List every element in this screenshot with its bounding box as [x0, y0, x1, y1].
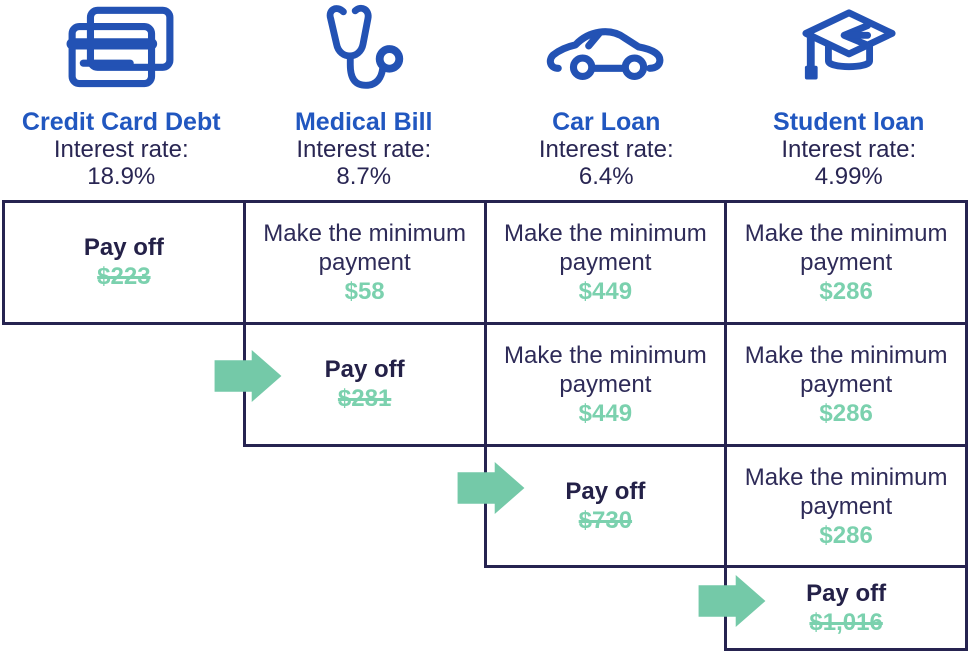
minimum-payment-amount: $449 [578, 277, 633, 305]
minimum-payment-amount: $58 [344, 277, 385, 305]
interest-rate-label: Interest rate: [538, 136, 674, 163]
credit-card-icon [0, 0, 243, 104]
column-car-loan: Car Loan Interest rate: 6.4% [485, 0, 728, 200]
empty-cell [4, 445, 245, 567]
empty-cell [244, 445, 485, 567]
interest-rate-value: 6.4% [578, 163, 634, 190]
empty-cell [244, 567, 485, 650]
minimum-payment-label: Make the minimum payment [504, 341, 707, 398]
minimum-payment-cell-medical: Make the minimum payment $58 [242, 200, 487, 325]
step-2-row: Pay off $281 Make the minimum payment $4… [4, 321, 968, 447]
debt-columns-header: Credit Card Debt Interest rate: 18.9% Me… [0, 0, 970, 200]
minimum-payment-label: Make the minimum payment [504, 219, 707, 276]
column-title: Medical Bill [294, 108, 433, 136]
payoff-cell-student: Pay off $1,016 [724, 565, 968, 651]
minimum-payment-amount: $286 [819, 521, 873, 549]
stethoscope-icon [243, 0, 486, 104]
empty-cell [4, 323, 245, 445]
payoff-label: Pay off [806, 580, 887, 608]
interest-rate-label: Interest rate: [53, 136, 189, 163]
minimum-payment-label: Make the minimum payment [263, 219, 466, 276]
payoff-schedule-table: Pay off $223 Make the minimum payment $5… [2, 200, 968, 651]
column-student-loan: Student loan Interest rate: 4.99% [728, 0, 970, 200]
payoff-schedule: Pay off $223 Make the minimum payment $5… [0, 200, 970, 653]
payoff-amount: $1,016 [809, 609, 883, 637]
minimum-payment-label: Make the minimum payment [744, 219, 948, 276]
minimum-payment-cell-car: Make the minimum payment $449 [483, 200, 728, 325]
minimum-payment-amount: $286 [819, 399, 873, 427]
minimum-payment-amount: $286 [819, 277, 873, 305]
minimum-payment-cell-student: Make the minimum payment $286 [724, 321, 968, 447]
step-3-row: Pay off $730 Make the minimum payment $2… [4, 443, 968, 569]
interest-rate-value: 18.9% [87, 163, 156, 190]
empty-cell [485, 567, 726, 650]
interest-rate-label: Interest rate: [781, 136, 917, 163]
payoff-amount: $281 [337, 385, 392, 413]
step-arrow-icon [455, 462, 527, 514]
payoff-label: Pay off [83, 234, 164, 262]
payoff-cell-medical: Pay off $281 [242, 321, 487, 447]
step-1-row: Pay off $223 Make the minimum payment $5… [2, 200, 968, 325]
interest-rate-value: 4.99% [814, 163, 883, 190]
column-title: Car Loan [552, 108, 661, 136]
payoff-amount: $730 [578, 507, 633, 535]
minimum-payment-cell-student: Make the minimum payment $286 [724, 200, 968, 325]
interest-rate-value: 8.7% [336, 163, 392, 190]
payoff-label: Pay off [324, 356, 405, 384]
column-title: Student loan [773, 108, 925, 136]
interest-rate-label: Interest rate: [296, 136, 432, 163]
payoff-label: Pay off [565, 478, 646, 506]
car-icon [485, 0, 728, 104]
column-medical-bill: Medical Bill Interest rate: 8.7% [243, 0, 486, 200]
payoff-cell-car: Pay off $730 [483, 443, 728, 569]
graduation-cap-icon [728, 0, 970, 104]
payoff-cell-credit-card: Pay off $223 [2, 200, 246, 325]
payoff-amount: $223 [97, 263, 151, 291]
minimum-payment-cell-car: Make the minimum payment $449 [483, 321, 728, 447]
empty-cell [4, 567, 245, 650]
minimum-payment-cell-student: Make the minimum payment $286 [724, 443, 968, 569]
step-4-row: Pay off $1,016 [4, 565, 968, 651]
minimum-payment-label: Make the minimum payment [744, 463, 948, 520]
column-credit-card: Credit Card Debt Interest rate: 18.9% [0, 0, 243, 200]
minimum-payment-label: Make the minimum payment [744, 341, 948, 398]
minimum-payment-amount: $449 [578, 399, 633, 427]
step-arrow-icon [696, 575, 768, 627]
column-title: Credit Card Debt [21, 108, 221, 136]
step-arrow-icon [212, 350, 284, 402]
